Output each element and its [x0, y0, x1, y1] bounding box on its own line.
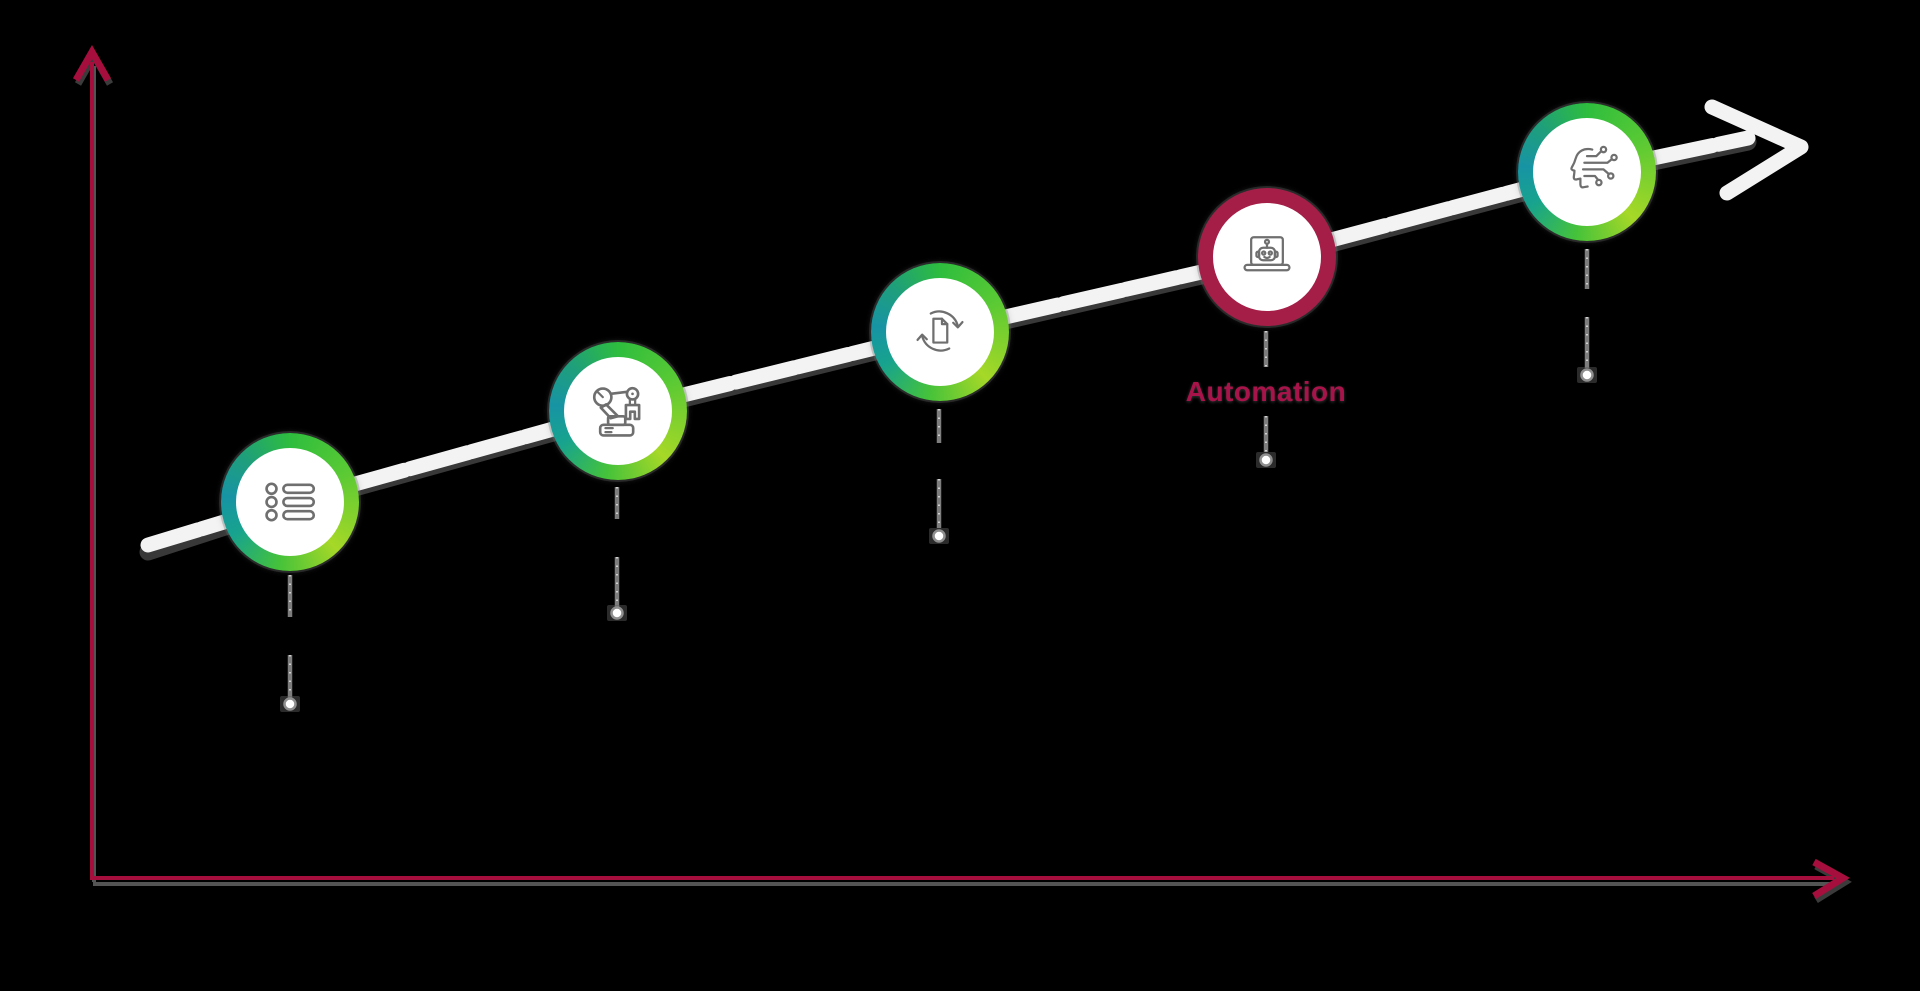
milestone-inner: [886, 278, 994, 386]
connector-dot: [1259, 453, 1273, 467]
milestone-inner: [564, 357, 672, 465]
milestone-ai-head: [1518, 103, 1656, 241]
milestone-automation: [1198, 188, 1336, 326]
connector-automation: [1256, 331, 1276, 468]
automation-label: Automation: [1185, 376, 1347, 407]
robot-arm-icon: [592, 386, 641, 437]
axis-lines: [90, 62, 1834, 880]
milestone-connectors: [280, 249, 1597, 712]
checklist-icon: [265, 482, 316, 522]
connector-dot: [932, 529, 946, 543]
document-sync-icon: [916, 310, 964, 352]
connector-dot: [610, 606, 624, 620]
trend-arrowhead: [1704, 99, 1809, 201]
milestone-checklist: [221, 433, 359, 571]
robot-laptop-icon: [1243, 236, 1291, 272]
chart-axes: [72, 44, 1852, 903]
connector-robot-arm: [607, 487, 627, 621]
connector-document-sync: [929, 409, 949, 544]
milestone-inner: [236, 448, 344, 556]
milestone-inner: [1533, 118, 1641, 226]
connector-checklist: [280, 575, 300, 712]
milestone-inner: [1213, 203, 1321, 311]
x-axis-arrowhead: [1812, 858, 1850, 899]
connector-dot: [1580, 368, 1594, 382]
ai-head-icon: [1570, 145, 1618, 189]
milestone-document-sync: [871, 263, 1009, 401]
milestone-robot-arm: [549, 342, 687, 480]
y-axis-arrowhead: [72, 44, 112, 82]
connector-dot: [283, 697, 297, 711]
connector-ai-head: [1577, 249, 1597, 383]
